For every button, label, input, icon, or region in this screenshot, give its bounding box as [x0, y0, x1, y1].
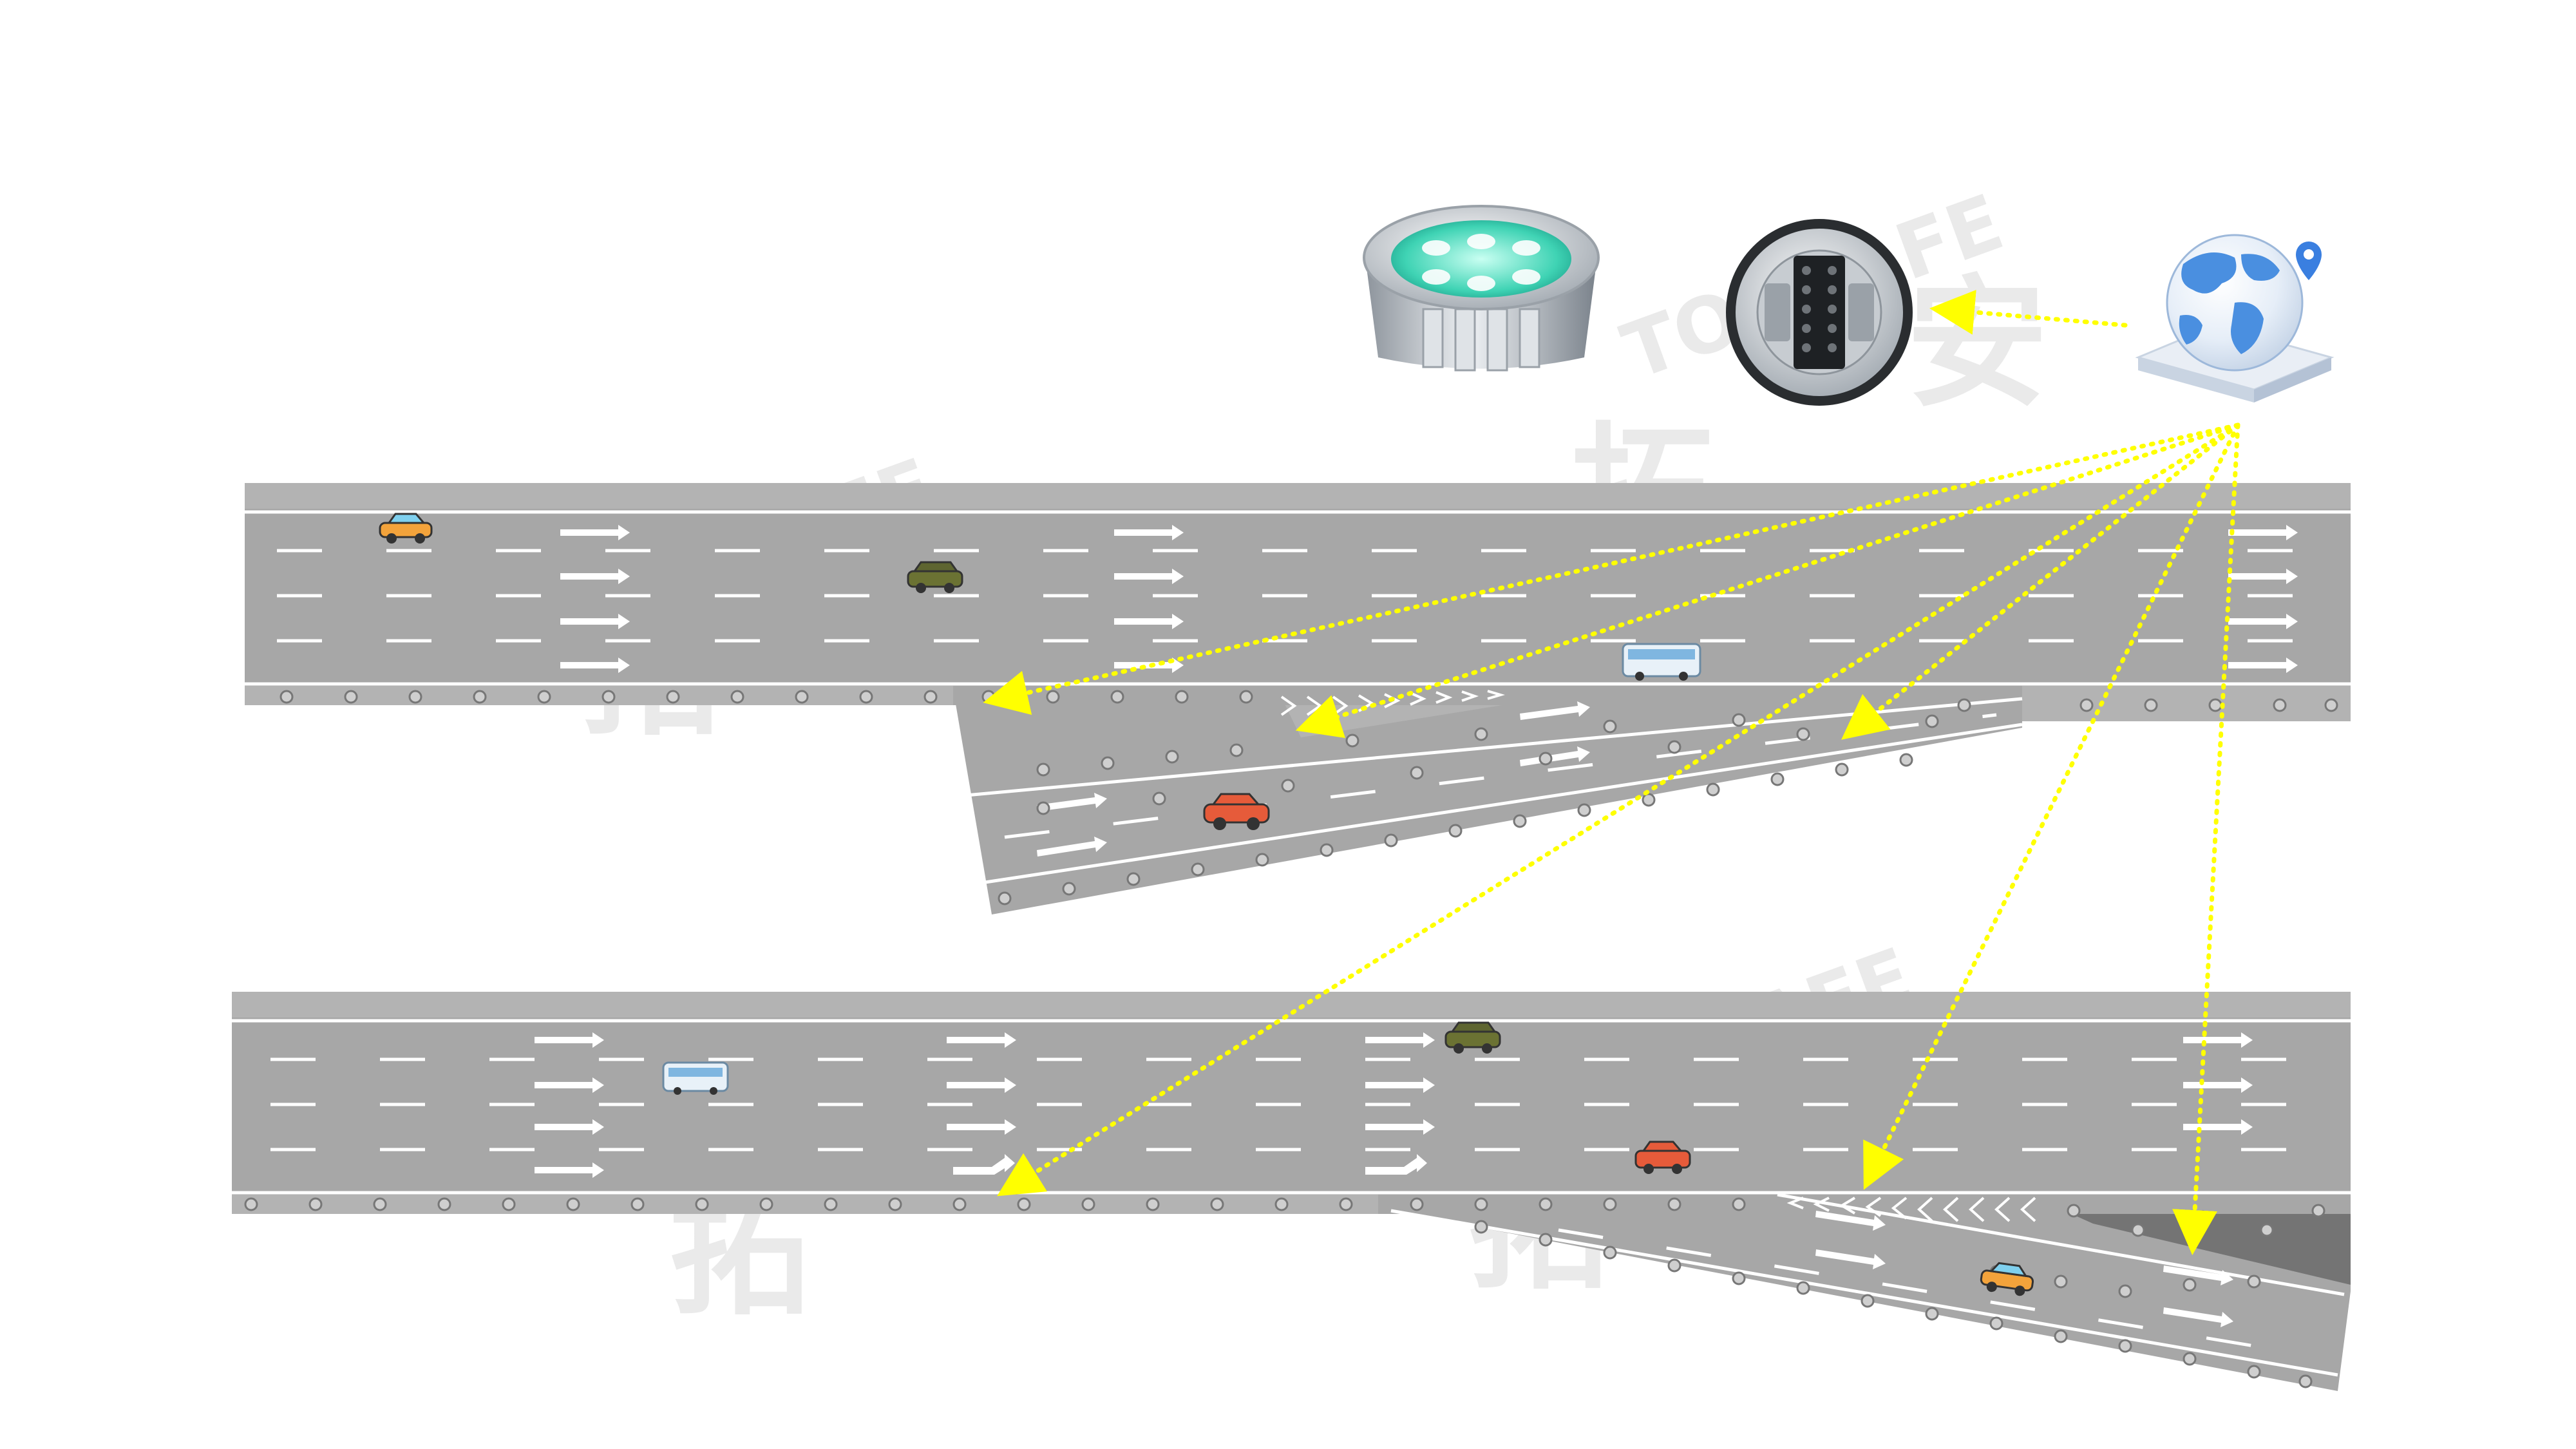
- lane-arrow-icon: [1365, 1032, 1435, 1048]
- lane-arrow-icon: [947, 1077, 1016, 1093]
- lane-arrow-icon: [2228, 658, 2298, 673]
- signal-lines: [983, 289, 2240, 1255]
- vehicles: [379, 513, 2034, 1296]
- lane-arrow-icon: [947, 1119, 1016, 1135]
- lane-arrow-icon: [1114, 614, 1184, 629]
- lane-arrow-icon: [1114, 658, 1184, 673]
- top-road-shoulder: [245, 483, 2351, 509]
- solar-road-stud-icon: [1363, 205, 1600, 372]
- top-road-edge-strip: [2022, 686, 2351, 721]
- signal-line: [997, 422, 2240, 1197]
- lane-arrow-icon: [535, 1032, 604, 1048]
- lane-arrow-icon: [1114, 525, 1184, 540]
- lane-arrow-icon: [1815, 1211, 1886, 1231]
- lane-arrow-icon: [2183, 1077, 2253, 1093]
- top-road-studs: [279, 690, 2338, 905]
- bottom-highway: [232, 992, 2351, 1391]
- top-ramp-edge-line: [985, 723, 2023, 884]
- lane-arrow-icon: [1815, 1249, 1886, 1269]
- road-stud-top-view-icon: [1726, 219, 1913, 406]
- wireless-controller-globe-icon: [2135, 234, 2334, 402]
- lane-arrow-icon: [1520, 701, 1590, 720]
- lane-arrow-icon: [2228, 614, 2298, 629]
- lane-arrow-icon: [947, 1032, 1016, 1048]
- car-icon: [1980, 1262, 2034, 1296]
- lane-arrow-icon: [2228, 525, 2298, 540]
- lane-arrow-icon: [2183, 1032, 2253, 1048]
- lane-arrow-icon: [1365, 1077, 1435, 1093]
- signal-line: [2172, 422, 2240, 1255]
- bottom-road-edge-strip: [232, 1195, 1378, 1214]
- top-road-edge-strip: [245, 686, 953, 705]
- bus-icon: [1622, 643, 1701, 681]
- top-lane-dashes: [277, 549, 2318, 839]
- watermark-cjk: 安: [1906, 261, 2048, 426]
- lane-arrow-icon: [1114, 569, 1184, 584]
- lane-arrow-icon: [560, 614, 630, 629]
- lane-arrow-icon: [535, 1077, 604, 1093]
- car-icon: [379, 513, 433, 544]
- lane-arrow-icon: [1365, 1119, 1435, 1135]
- lane-arrow-icon: [1037, 793, 1107, 811]
- car-icon: [1634, 1141, 1691, 1174]
- lane-arrow-icon: [535, 1119, 604, 1135]
- lane-arrow-icon: [560, 525, 630, 540]
- lane-arrow-icon: [2163, 1307, 2233, 1327]
- car-icon: [1203, 793, 1270, 830]
- bus-icon: [662, 1061, 729, 1095]
- bottom-road-studs: [244, 1197, 2325, 1388]
- location-pin-icon: [2296, 242, 2322, 280]
- bottom-lane-dashes: [270, 1057, 2318, 1354]
- bottom-gore-chevrons: [1786, 1197, 2036, 1222]
- car-icon: [1444, 1021, 1501, 1054]
- lane-arrow-icon: [2163, 1265, 2233, 1285]
- top-exit-ramp: [953, 689, 2022, 914]
- lane-arrow-icon: [1037, 837, 1107, 857]
- top-highway: [245, 483, 2351, 914]
- signal-line: [1295, 422, 2240, 739]
- top-lane-arrows: [560, 525, 2298, 857]
- car-icon: [907, 561, 963, 593]
- bottom-lane-arrows: [535, 1032, 2253, 1327]
- lane-arrow-icon: [560, 658, 630, 673]
- lane-arrow-icon: [1520, 746, 1590, 766]
- lane-arrow-icon: [2183, 1119, 2253, 1135]
- signal-line: [983, 422, 2240, 715]
- signal-line: [1929, 289, 2128, 335]
- lane-arrow-icon: [535, 1162, 604, 1178]
- turn-arrow-icon: [1365, 1154, 1427, 1175]
- signal-line: [1841, 422, 2240, 740]
- lane-arrow-icon: [2228, 569, 2298, 584]
- lane-arrow-icon: [560, 569, 630, 584]
